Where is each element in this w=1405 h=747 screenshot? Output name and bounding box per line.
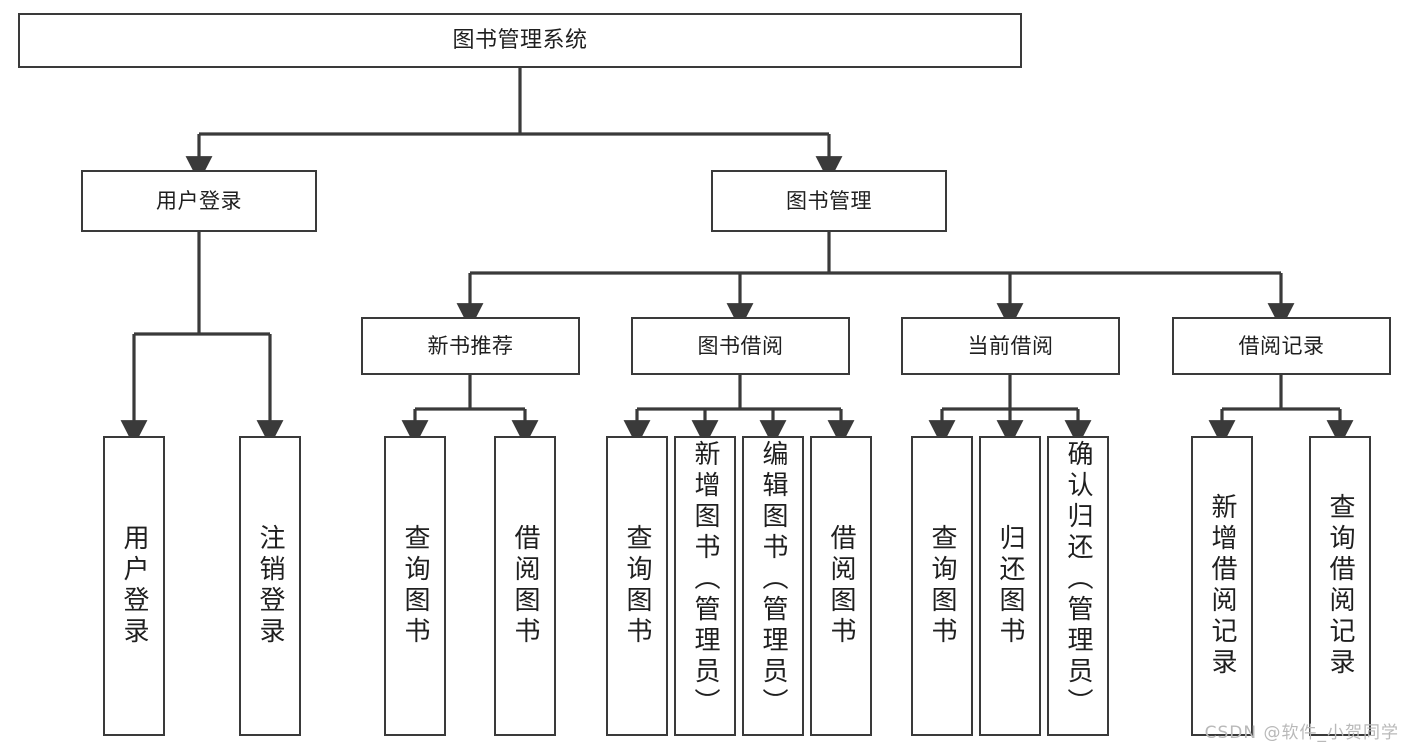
node-book-borrow[interactable]: 图书借阅	[631, 317, 850, 375]
node-label: 图书管理	[786, 188, 872, 213]
leaf-query-book-borrow[interactable]: 查询图书	[606, 436, 668, 736]
leaf-add-borrow-record[interactable]: 新增借阅记录	[1191, 436, 1253, 736]
node-label: 查询图书	[927, 524, 957, 648]
node-root-book-management-system[interactable]: 图书管理系统	[18, 13, 1022, 68]
leaf-query-book-recommend[interactable]: 查询图书	[384, 436, 446, 736]
node-label: 新书推荐	[427, 333, 514, 358]
node-user-login[interactable]: 用户登录	[81, 170, 317, 232]
leaf-logout[interactable]: 注销登录	[239, 436, 301, 736]
node-label: 借阅记录	[1238, 333, 1325, 358]
leaf-confirm-return-admin[interactable]: 确认归还（管理员）	[1047, 436, 1109, 736]
leaf-borrow-book-recommend[interactable]: 借阅图书	[494, 436, 556, 736]
node-label: 借阅图书	[510, 524, 540, 648]
node-label: 编辑图书（管理员）	[758, 440, 788, 719]
node-label: 归还图书	[995, 524, 1025, 648]
node-book-management[interactable]: 图书管理	[711, 170, 947, 232]
leaf-return-book[interactable]: 归还图书	[979, 436, 1041, 736]
node-label: 借阅图书	[826, 524, 856, 648]
leaf-query-borrow-record[interactable]: 查询借阅记录	[1309, 436, 1371, 736]
leaf-add-book-admin[interactable]: 新增图书（管理员）	[674, 436, 736, 736]
node-borrow-record[interactable]: 借阅记录	[1172, 317, 1391, 375]
node-label: 当前借阅	[967, 333, 1054, 358]
leaf-borrow-book[interactable]: 借阅图书	[810, 436, 872, 736]
node-label: 图书管理系统	[452, 27, 588, 53]
node-label: 用户登录	[156, 188, 242, 213]
node-current-borrow[interactable]: 当前借阅	[901, 317, 1120, 375]
node-label: 查询借阅记录	[1325, 493, 1355, 679]
node-new-book-recommend[interactable]: 新书推荐	[361, 317, 580, 375]
node-label: 注销登录	[255, 524, 285, 648]
node-label: 图书借阅	[697, 333, 784, 358]
node-label: 确认归还（管理员）	[1063, 440, 1093, 719]
leaf-edit-book-admin[interactable]: 编辑图书（管理员）	[742, 436, 804, 736]
node-label: 用户登录	[119, 524, 149, 648]
node-label: 查询图书	[622, 524, 652, 648]
node-label: 查询图书	[400, 524, 430, 648]
leaf-user-login[interactable]: 用户登录	[103, 436, 165, 736]
node-label: 新增图书（管理员）	[690, 440, 720, 719]
node-label: 新增借阅记录	[1207, 493, 1237, 679]
leaf-query-book-current[interactable]: 查询图书	[911, 436, 973, 736]
